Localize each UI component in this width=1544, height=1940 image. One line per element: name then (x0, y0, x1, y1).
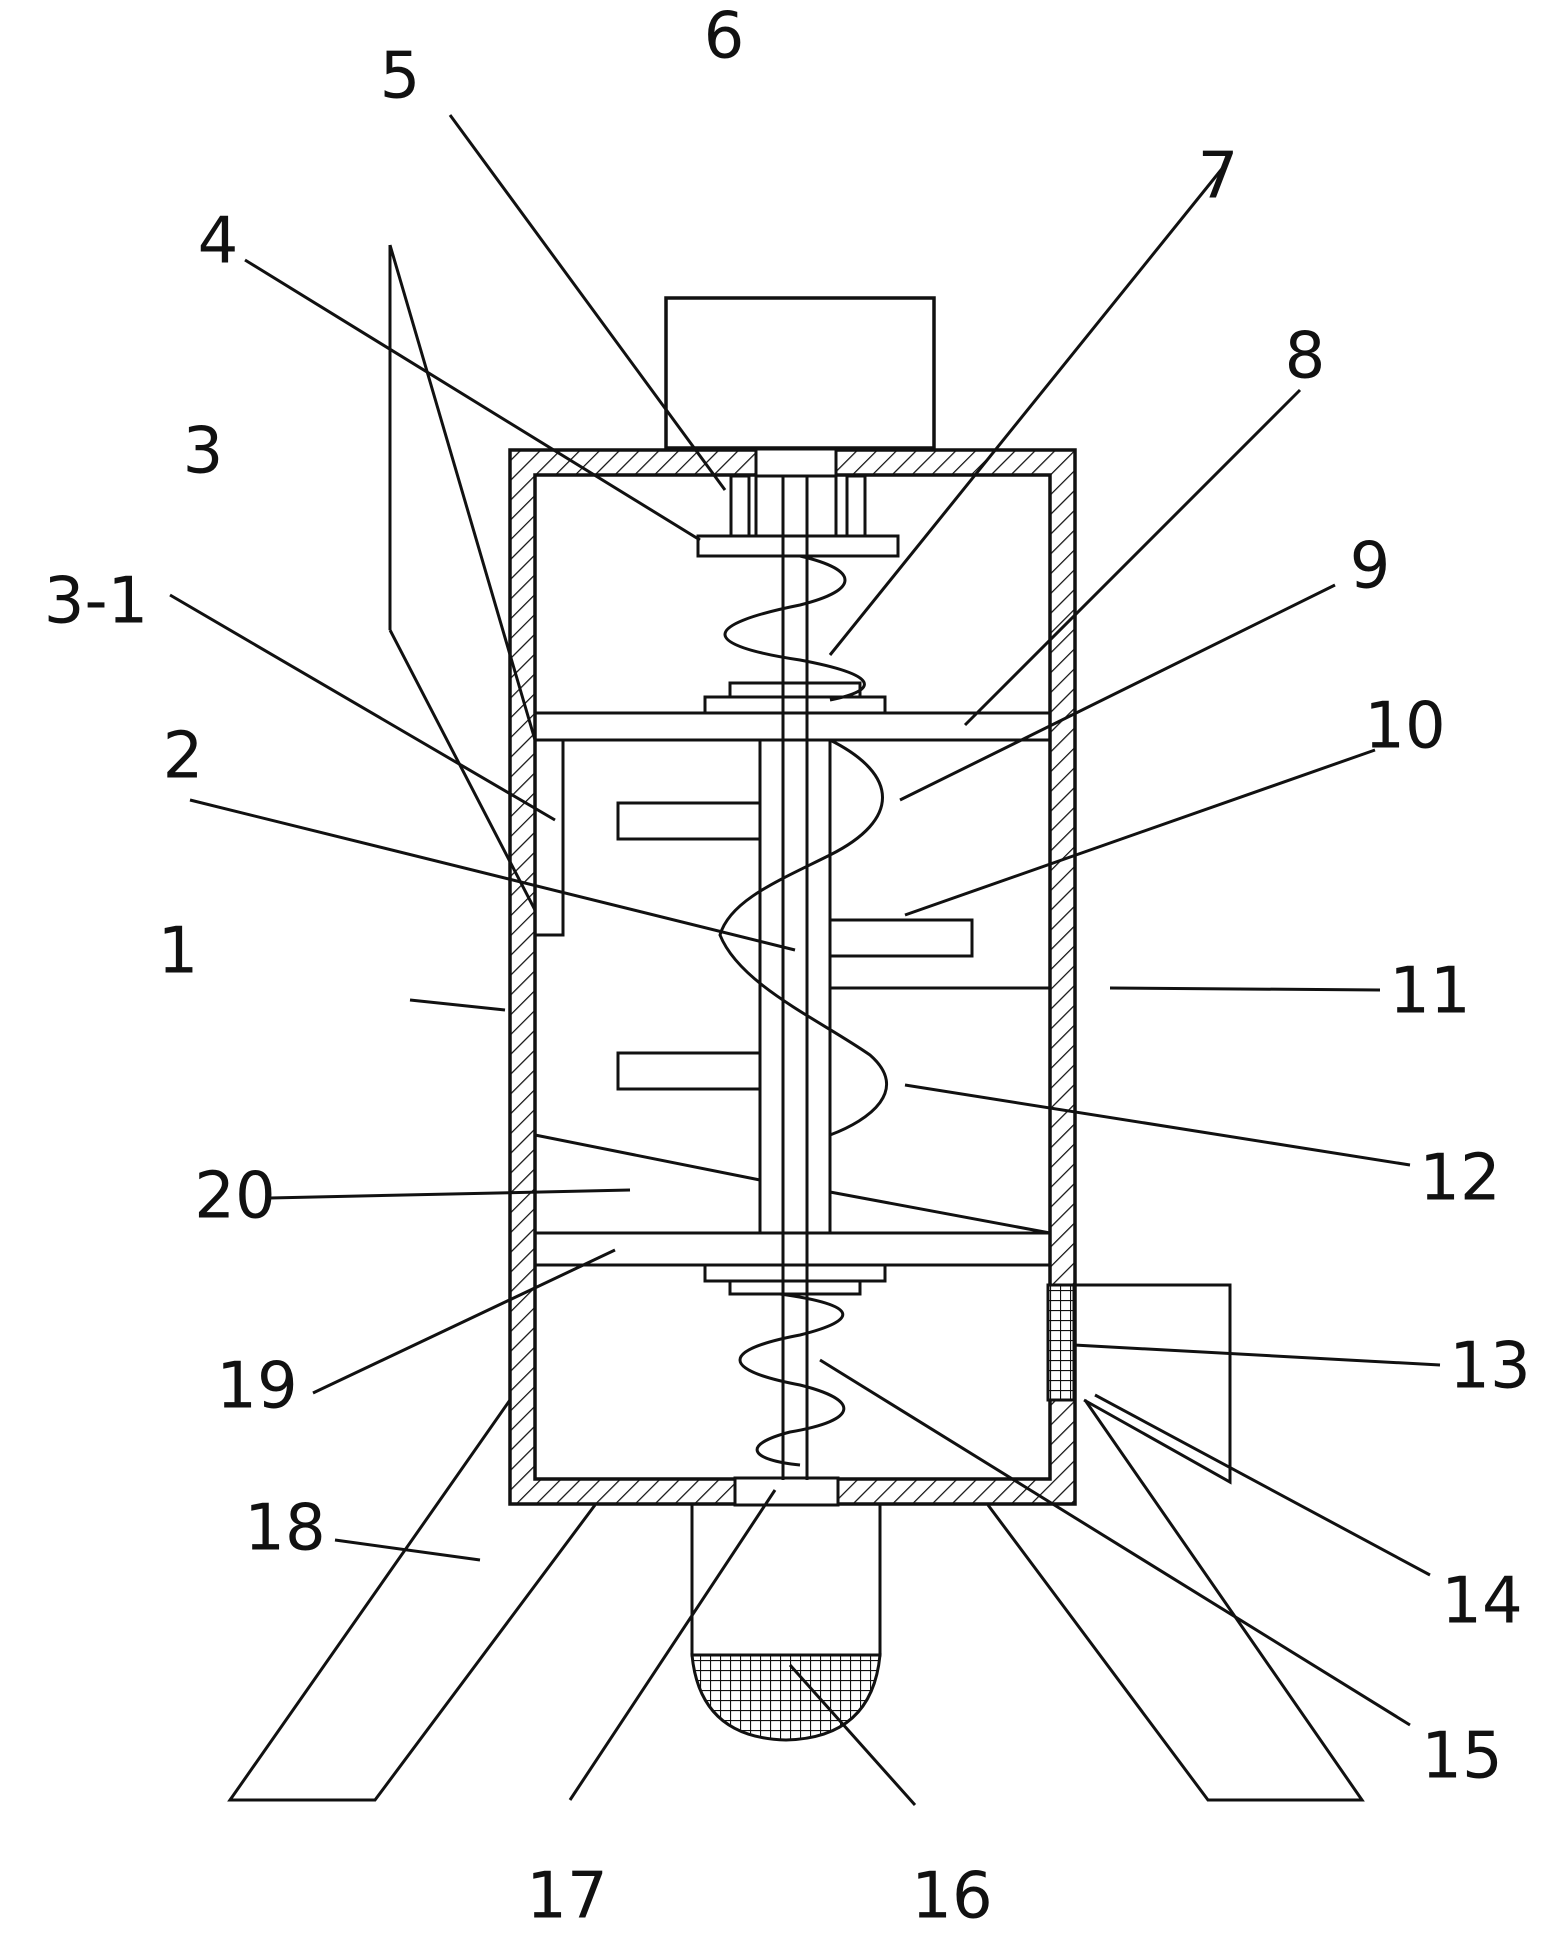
label-11: 11 (1389, 955, 1470, 1029)
label-15: 15 (1421, 1720, 1502, 1794)
label-6: 6 (704, 0, 745, 74)
label-17: 17 (526, 1860, 607, 1934)
bottom-filter-mesh (690, 1653, 882, 1742)
label-3-1: 3-1 (44, 565, 149, 639)
label-9: 9 (1350, 530, 1391, 604)
support-legs (227, 1399, 1365, 1802)
label-2: 2 (163, 720, 204, 794)
helical-ribbon (718, 738, 889, 1137)
label-1: 1 (158, 915, 199, 989)
lower-plate (533, 1231, 1052, 1296)
bottom-outlet (690, 1505, 882, 1657)
label-20: 20 (194, 1160, 275, 1234)
housing-shell (508, 447, 1077, 1507)
label-4: 4 (198, 205, 239, 279)
motor (664, 296, 936, 450)
upper-spring (723, 554, 866, 702)
upper-supports (696, 474, 900, 558)
label-14: 14 (1441, 1565, 1522, 1639)
label-10: 10 (1364, 690, 1445, 764)
labels: 1 2 3 3-1 4 5 6 7 8 9 10 11 12 13 14 15 … (44, 0, 1531, 1934)
main-shaft (781, 476, 809, 1480)
label-7: 7 (1198, 140, 1239, 214)
label-8: 8 (1285, 320, 1326, 394)
label-12: 12 (1419, 1142, 1500, 1216)
label-3: 3 (183, 415, 224, 489)
feed-inlet (388, 244, 565, 937)
leader-lines (169, 114, 1441, 1806)
upper-plate (533, 681, 1052, 742)
side-outlet (1075, 1283, 1232, 1485)
label-16: 16 (911, 1860, 992, 1934)
inclined-screen (534, 1133, 1051, 1235)
side-filter-screen (1046, 1283, 1076, 1402)
lower-spring (738, 1292, 846, 1467)
sleeve-tube (758, 740, 832, 1233)
label-5: 5 (380, 40, 421, 114)
label-13: 13 (1449, 1330, 1530, 1404)
label-18: 18 (244, 1492, 325, 1566)
stirring-blades (616, 801, 974, 1091)
label-19: 19 (216, 1350, 297, 1424)
